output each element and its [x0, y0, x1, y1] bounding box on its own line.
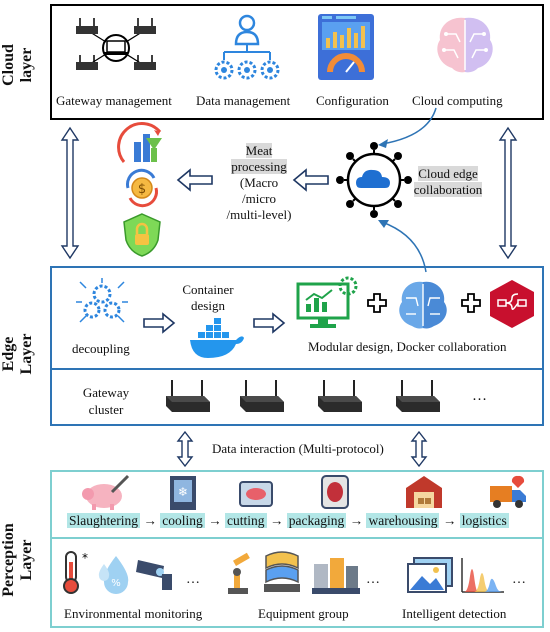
group-label: Environmental monitoring [64, 606, 203, 621]
cloud-item-label: Cloud computing [412, 93, 503, 108]
plus-icon [461, 293, 481, 313]
hollow-arrow-right [253, 312, 286, 334]
growth-chart-icon [117, 122, 162, 163]
double-arrow-vertical [176, 430, 194, 468]
group-ellipsis: … [512, 572, 526, 587]
chain-step: Slaughtering [67, 513, 140, 528]
meat-processing-line: processing [231, 159, 287, 174]
edge-layer-divider [50, 368, 544, 370]
warehouse-icon [406, 476, 442, 508]
gears-decoupling-icon [76, 278, 128, 323]
group-ellipsis: … [366, 572, 380, 587]
perception-layer-box [50, 470, 544, 628]
decoupling-label: decoupling [72, 341, 130, 356]
chain-step: cutting [225, 513, 267, 528]
chain-arrow: → [442, 513, 457, 528]
double-arrow-vertical [410, 430, 428, 468]
gateway-ellipsis: … [472, 388, 487, 404]
modular-label: Modular design, Docker collaboration [308, 339, 507, 354]
gateway-device-icon [240, 380, 284, 412]
chain-step: logistics [459, 513, 509, 528]
gateway-device-icon [318, 380, 362, 412]
meat-processing-line: /micro [242, 191, 276, 206]
svg-text:*: * [82, 551, 88, 565]
conveyor-machine-icon [264, 551, 300, 592]
container-design-text: Container design [176, 282, 240, 314]
edge-brain-icon [399, 281, 447, 329]
gateway-network-icon [76, 18, 156, 70]
svg-text:$: $ [138, 182, 146, 197]
security-camera-icon [136, 560, 172, 590]
group-label: Equipment group [258, 606, 349, 621]
pig-knife-icon [82, 474, 130, 510]
cloud-item-label: Data management [196, 93, 291, 108]
dashboard-icon [318, 14, 374, 80]
cloud-network-icon [336, 142, 412, 218]
hollow-arrow-left [176, 168, 213, 192]
monitor-chart-icon [296, 276, 358, 328]
gateway-device-icon [396, 380, 440, 412]
plus-icon [367, 293, 387, 313]
process-chain: Slaughtering → cooling → cutting → packa… [67, 513, 509, 529]
spectrum-chart-icon [461, 558, 504, 593]
perception-layer-divider [50, 537, 544, 539]
double-arrow-vertical [498, 126, 518, 260]
cloud-edge-line: collaboration [413, 182, 483, 197]
edge-layer-box [50, 266, 544, 426]
svg-text:%: % [111, 578, 121, 589]
freezer-icon: ❄ [170, 476, 196, 510]
meat-package-icon [321, 475, 349, 509]
gateway-cluster-text: Gateway cluster [74, 384, 138, 418]
gateway-device-icon [166, 380, 210, 412]
delivery-truck-icon [490, 475, 526, 508]
chain-step: packaging [286, 513, 347, 528]
hollow-arrow-right [143, 312, 176, 334]
gateway-cluster-line: Gateway [82, 385, 130, 400]
humidity-drop-icon: % [98, 556, 129, 594]
interaction-label: Data interaction (Multi-protocol) [212, 441, 384, 456]
node-flow-icon [490, 280, 534, 328]
chain-arrow: → [143, 513, 157, 528]
brain-icon [437, 17, 493, 73]
security-shield-icon [123, 213, 161, 257]
chain-arrow: → [269, 513, 284, 528]
meat-processing-line: (Macro [239, 175, 279, 190]
chain-arrow: → [208, 513, 222, 528]
cloud-edge-text: Cloud edge collaboration [408, 166, 488, 198]
group-label: Intelligent detection [402, 606, 507, 621]
hollow-arrow-left [292, 168, 329, 192]
meat-processing-text: Meat processing (Macro /micro /multi-lev… [212, 143, 306, 223]
docker-whale-icon [190, 318, 244, 358]
money-cycle-icon: $ [126, 168, 158, 208]
image-gallery-icon [407, 557, 453, 593]
robot-arm-icon [228, 552, 250, 594]
meat-processing-line: /multi-level) [226, 207, 292, 222]
curved-arrow [378, 107, 437, 148]
chain-step: warehousing [366, 513, 440, 528]
cloud-item-label: Gateway management [56, 93, 172, 108]
meat-processing-line: Meat [245, 143, 273, 158]
group-ellipsis: … [186, 572, 200, 587]
cloud-item-label: Configuration [316, 93, 389, 108]
chain-step: cooling [160, 513, 205, 528]
thermometer-icon: * [63, 551, 88, 594]
org-gear-icon [214, 14, 280, 80]
production-line-icon [312, 558, 360, 594]
chain-arrow: → [349, 513, 364, 528]
container-design-line: Container [182, 282, 234, 297]
gateway-cluster-line: cluster [88, 402, 124, 417]
double-arrow-vertical [60, 126, 80, 260]
svg-text:❄: ❄ [178, 485, 188, 499]
curved-arrow [378, 220, 427, 273]
cloud-edge-line: Cloud edge [418, 166, 478, 181]
container-design-line: design [191, 298, 225, 313]
cutting-board-icon [239, 481, 273, 507]
cloud-layer-box [50, 4, 544, 120]
